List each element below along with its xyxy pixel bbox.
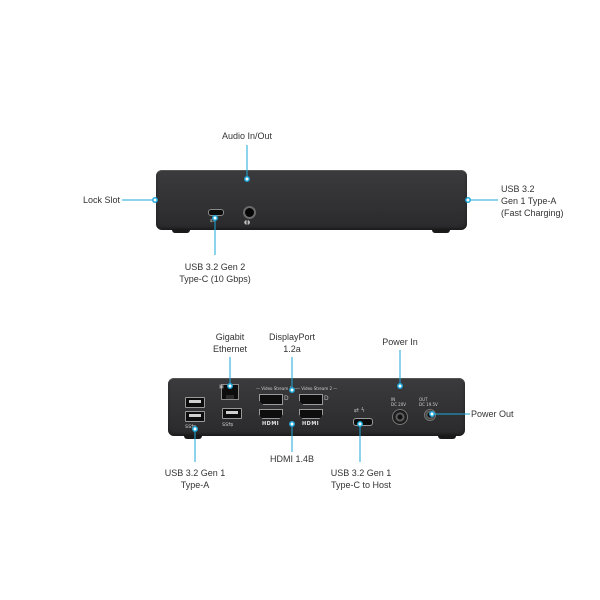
- label-usb-c-gen2: USB 3.2 Gen 2 Type-C (10 Gbps): [165, 261, 265, 285]
- label-lock-slot: Lock Slot: [64, 194, 120, 206]
- label-displayport: DisplayPort 1.2a: [257, 331, 327, 355]
- label-line: USB 3.2 Gen 2: [184, 262, 246, 272]
- ethernet-icon: ▣: [219, 384, 224, 390]
- device-foot: [438, 435, 456, 439]
- label-usb-a-gen1: USB 3.2 Gen 1 Type-A: [150, 467, 240, 491]
- usb-c-icon: ⇄ ϟ: [354, 407, 365, 414]
- label-power-in-text: Power In: [382, 337, 418, 347]
- label-usb-c-to-host: USB 3.2 Gen 1 Type-C to Host: [316, 467, 406, 491]
- label-line: Gigabit: [215, 332, 245, 342]
- label-audio-in-out: Audio In/Out: [205, 130, 289, 142]
- hdmi-port: [259, 409, 283, 419]
- usb-a-port: [185, 397, 205, 408]
- device-foot: [172, 229, 190, 233]
- label-hdmi: HDMI 1.4B: [262, 453, 322, 465]
- power-in-port: [392, 409, 408, 425]
- video-stream-marking: — Video Stream 1 —: [256, 386, 298, 391]
- label-power-out: Power Out: [471, 408, 541, 420]
- device-foot: [184, 435, 202, 439]
- label-line: USB 3.2: [501, 184, 535, 194]
- label-line: USB 3.2 Gen 1: [164, 468, 226, 478]
- label-line: USB 3.2 Gen 1: [330, 468, 392, 478]
- label-gigabit-ethernet: Gigabit Ethernet: [200, 331, 260, 355]
- device-foot: [432, 229, 450, 233]
- label-line: (Fast Charging): [501, 208, 564, 218]
- hdmi-port: [299, 409, 323, 419]
- usb-c-host-port: [353, 418, 373, 426]
- label-power-out-text: Power Out: [471, 409, 514, 419]
- label-power-in: Power In: [372, 336, 428, 348]
- label-line: 1.2a: [283, 344, 301, 354]
- hdmi-logo: HDMI: [302, 421, 320, 427]
- usb-a-port: [222, 408, 242, 419]
- label-line: DisplayPort: [268, 332, 315, 342]
- label-hdmi-text: HDMI 1.4B: [269, 454, 314, 464]
- dock-rear-view: ss⇆ ▣ ss⇆ — Video Stream 1 — D HDMI — Vi…: [168, 378, 465, 436]
- label-line: Type-C (10 Gbps): [179, 274, 251, 284]
- displayport-port: [299, 394, 323, 405]
- label-line: Gen 1 Type-A: [501, 196, 557, 206]
- dock-front-view: ⇄ ◖◗: [156, 170, 467, 230]
- usb-icon: ss⇆: [222, 421, 234, 428]
- label-line: Type-C to Host: [330, 480, 392, 490]
- video-stream-marking: — Video Stream 2 —: [296, 386, 338, 391]
- label-line: Ethernet: [212, 344, 248, 354]
- usb-c-icon: ⇄: [210, 217, 216, 224]
- displayport-port: [259, 394, 283, 405]
- label-audio-text: Audio In/Out: [221, 131, 273, 141]
- label-usb-a-fast-charging: USB 3.2 Gen 1 Type-A (Fast Charging): [501, 183, 591, 219]
- usb-a-port: [185, 411, 205, 422]
- displayport-icon: D: [324, 395, 329, 402]
- label-lock-slot-text: Lock Slot: [82, 195, 120, 205]
- hdmi-logo: HDMI: [262, 421, 280, 427]
- displayport-icon: D: [284, 395, 289, 402]
- audio-jack: [243, 206, 256, 219]
- label-line: Type-A: [180, 480, 210, 490]
- usb-icon: ss⇆: [185, 423, 197, 430]
- headset-icon: ◖◗: [244, 219, 251, 226]
